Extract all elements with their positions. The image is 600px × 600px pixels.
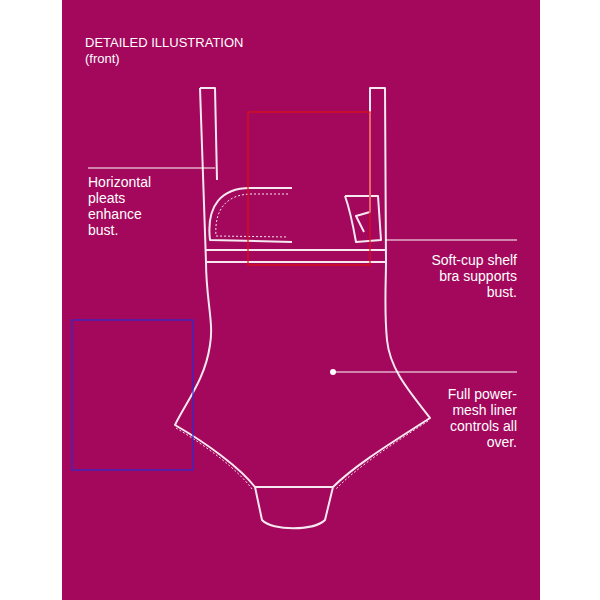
- crotch-seam: [255, 486, 333, 488]
- leader-dot: [330, 369, 336, 375]
- subtitle: (front): [85, 51, 120, 67]
- leader-line: [333, 371, 517, 372]
- label-box: Soft-cup shelf bra supports bust.: [409, 252, 517, 300]
- leader-line: [385, 239, 517, 240]
- callout-text: Full power-mesh liner controls all over.: [429, 386, 517, 450]
- label-box: Horizontal pleats enhance bust.: [88, 174, 168, 238]
- title: DETAILED ILLUSTRATION: [85, 35, 243, 50]
- highlight-box: [72, 320, 193, 470]
- cup-stitching: [216, 194, 288, 237]
- leader-line: [88, 167, 215, 168]
- callout-text: Horizontal pleats enhance bust.: [88, 174, 168, 238]
- callout-text: Soft-cup shelf bra supports bust.: [409, 252, 517, 300]
- bust-band-bottom: [206, 261, 386, 263]
- leg-stitching: [336, 421, 428, 489]
- left-cup: [209, 188, 292, 242]
- magenta-panel: [62, 0, 540, 600]
- bust-band-top: [206, 249, 386, 251]
- highlight-box: [248, 112, 370, 265]
- title-box: DETAILED ILLUSTRATION: [85, 35, 243, 50]
- right-cup: [345, 196, 381, 242]
- label-box: (front): [85, 51, 120, 67]
- body-outline: [175, 88, 430, 528]
- leader-lines: [88, 168, 517, 372]
- swimsuit-outline: [175, 88, 430, 528]
- label-box: Full power-mesh liner controls all over.: [429, 386, 517, 450]
- leg-stitching: [176, 428, 252, 489]
